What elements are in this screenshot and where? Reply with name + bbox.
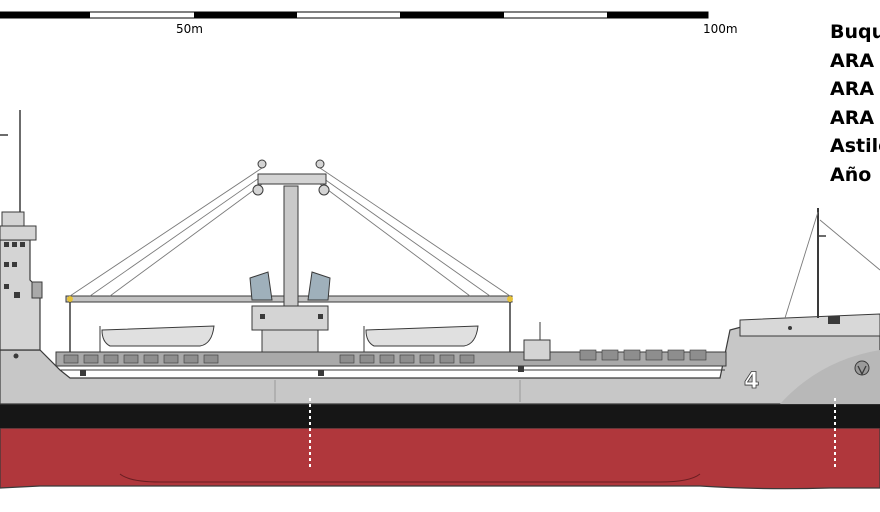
info-line-type: Buqu bbox=[830, 21, 880, 43]
scale-label-50m: 50m bbox=[176, 22, 203, 36]
mast-sheave-right bbox=[315, 159, 325, 169]
ship-profile-drawing: 4 bbox=[0, 110, 880, 490]
info-line-shipyard: Astile bbox=[830, 135, 880, 157]
bow-shading bbox=[780, 350, 880, 404]
boom-end-right bbox=[507, 296, 513, 302]
scale-segment-1 bbox=[0, 12, 90, 18]
foremast-stay-aft bbox=[784, 211, 819, 319]
lifeboat-starboard bbox=[365, 325, 479, 347]
info-line-ship-3: ARA bbox=[830, 106, 875, 129]
scale-segment-2 bbox=[194, 12, 297, 18]
windlass bbox=[828, 316, 840, 324]
scale-segment-3 bbox=[400, 12, 504, 18]
info-line-year: Año bbox=[830, 163, 872, 186]
mast-crossbar bbox=[257, 173, 327, 185]
info-line-ship-1: ARA bbox=[830, 49, 875, 72]
king-post bbox=[283, 185, 299, 307]
hull-number: 4 bbox=[744, 369, 759, 394]
forward-deckhouse bbox=[523, 339, 551, 361]
mast-sheave-left bbox=[257, 159, 267, 169]
rigging-wires bbox=[69, 167, 511, 297]
boot-top-stripe bbox=[0, 404, 880, 428]
funnel-stub bbox=[31, 281, 43, 299]
deck-scuppers bbox=[80, 366, 524, 376]
hull-lower bbox=[0, 427, 880, 490]
scale-bar bbox=[0, 11, 709, 19]
scale-label-100m: 100m bbox=[703, 22, 738, 36]
forecastle-porthole bbox=[788, 326, 792, 330]
ventilator-left bbox=[249, 271, 273, 301]
scale-outline bbox=[0, 11, 709, 19]
mast-block-right bbox=[318, 184, 330, 196]
boom-end-left bbox=[67, 296, 73, 302]
midship-base bbox=[261, 329, 319, 353]
lifeboat-port bbox=[101, 325, 215, 347]
deck-pipe-blocks bbox=[63, 349, 707, 364]
foremast-stay-fwd bbox=[819, 219, 880, 271]
bridge-windows bbox=[4, 242, 25, 359]
ship-info-block: Buqu ARA ARA ARA Astile Año bbox=[830, 18, 880, 189]
keel-line bbox=[119, 473, 701, 483]
info-line-ship-2: ARA bbox=[830, 78, 875, 100]
ventilator-right bbox=[307, 271, 331, 301]
mast-block-left bbox=[252, 184, 264, 196]
forecastle bbox=[739, 313, 880, 337]
scale-segment-4 bbox=[607, 12, 708, 18]
hull-side bbox=[0, 317, 880, 405]
anchor-icon bbox=[854, 360, 870, 376]
bridge-deck bbox=[0, 225, 37, 241]
pilot-house bbox=[1, 211, 25, 227]
